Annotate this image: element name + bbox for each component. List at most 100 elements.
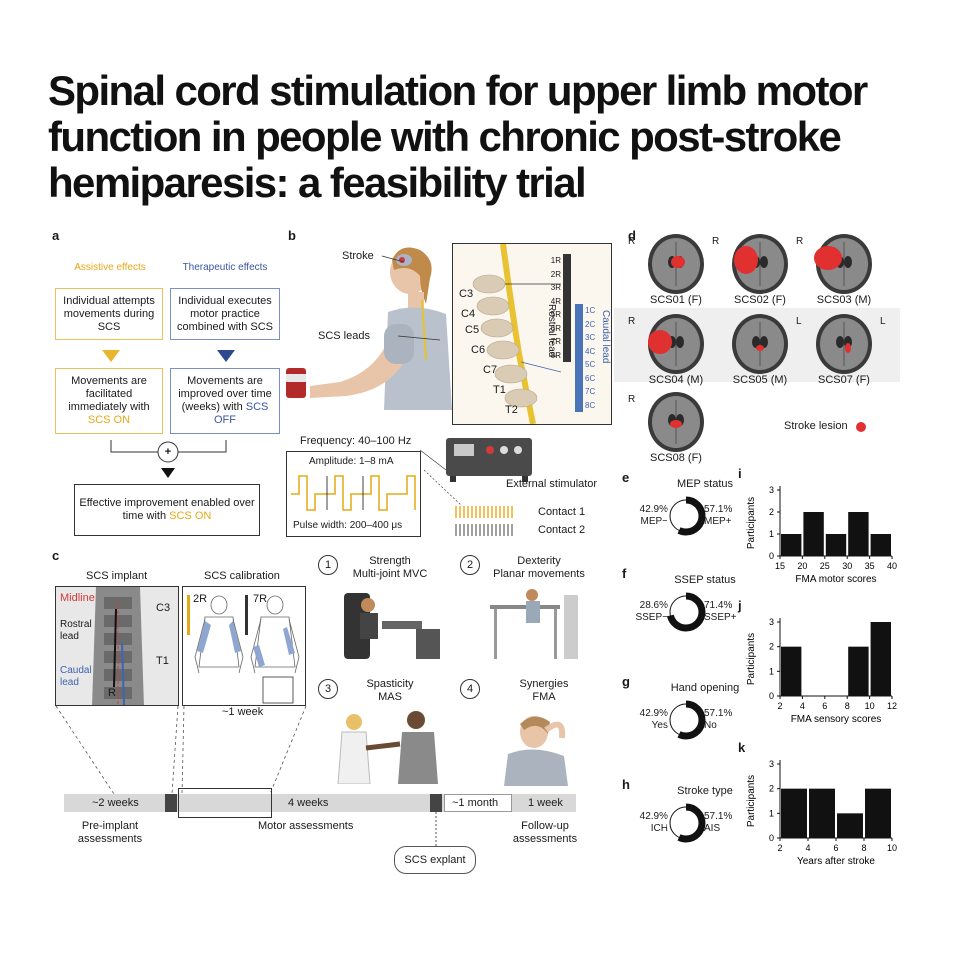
waveform-box: Amplitude: 1–8 mA Pulse width: 200–400 μ…: [286, 451, 421, 537]
motor-assessments-label: Motor assessments: [258, 820, 354, 832]
stroke-label: Stroke: [342, 250, 374, 262]
scan-id-2: SCS02 (F): [734, 294, 786, 306]
x-tick-label: 10: [887, 843, 897, 853]
y-tick-label: 0: [769, 691, 774, 701]
dexterity-illustration: [490, 589, 578, 659]
x-tick-label: 8: [861, 843, 866, 853]
timeline-month-box: [444, 794, 512, 812]
x-tick-label: 15: [775, 561, 785, 571]
donut-chart-f: [666, 592, 706, 632]
x-tick-label: 4: [805, 843, 810, 853]
timeline-connectors: [55, 705, 307, 795]
y-tick-label: 3: [769, 485, 774, 495]
y-tick-label: 0: [769, 551, 774, 561]
assessment-num-3: 3: [318, 679, 338, 699]
strength-illustration: [344, 593, 440, 659]
assessment-num-4: 4: [460, 679, 480, 699]
donut-right-name-f: SSEP+: [704, 612, 737, 623]
caudal-lead-label: Caudal lead: [600, 310, 611, 364]
assessment-sub-2: Planar movements: [493, 568, 585, 580]
donut-left-pct-f: 28.6%: [639, 600, 668, 611]
donut-chart-e: [666, 496, 706, 536]
followup-label: Follow-up assessments: [512, 820, 578, 845]
donut-left-name-g: Yes: [651, 720, 668, 731]
donut-chart-h: [666, 803, 706, 843]
xray-t1-label: T1: [156, 655, 169, 667]
x-tick-label: 35: [865, 561, 875, 571]
donut-right-pct-g: 57.1%: [704, 708, 733, 719]
scs-explant-label: SCS explant: [394, 846, 476, 874]
donut-left-name-f: SSEP−: [635, 612, 668, 623]
assistive-box-1: Individual attempts movements during SCS: [55, 288, 163, 340]
bar: [803, 512, 824, 556]
y-tick-label: 1: [769, 666, 774, 676]
panel-i-label: i: [738, 466, 742, 481]
y-axis-label: Participants: [746, 633, 757, 685]
x-tick-label: 20: [797, 561, 807, 571]
xray-image: Midline C3 Rostral lead Caudal lead T1 R: [55, 586, 179, 706]
donut-slice-major: [666, 803, 706, 843]
donut-slice-major: [666, 496, 706, 536]
therapeutic-box-2: Movements are improved over time (weeks)…: [170, 368, 280, 434]
vert-c3: C3: [459, 288, 474, 300]
contact2-label: Contact 2: [538, 524, 586, 536]
x-tick-label: 4: [800, 701, 805, 711]
panel-b-label: b: [288, 228, 296, 243]
scs-implant-label: SCS implant: [86, 570, 148, 582]
x-axis-label: FMA sensory scores: [791, 714, 882, 725]
y-tick-label: 1: [769, 529, 774, 539]
timeline-month: ~1 month: [452, 797, 499, 809]
stimulator-device: [420, 438, 532, 536]
donut-title-e: MEP status: [676, 478, 734, 490]
paper-title: Spinal cord stimulation for upper limb m…: [48, 67, 868, 206]
ventricle: [836, 336, 844, 348]
pre-implant-label: Pre-implant assessments: [77, 820, 143, 845]
amplitude-label: Amplitude: 1–8 mA: [309, 456, 394, 467]
stroke-lesion-legend: Stroke lesion: [784, 420, 848, 432]
assessment-title-3: Spasticity: [366, 678, 414, 690]
donut-left-pct-h: 42.9%: [639, 811, 668, 822]
timeline-bracket: [178, 788, 272, 818]
donut-left-name-h: ICH: [650, 823, 668, 834]
assessment-num-1: 1: [318, 555, 338, 575]
leader-lines: [381, 255, 441, 341]
donut-left-name-e: MEP−: [640, 516, 668, 527]
x-tick-label: 2: [777, 701, 782, 711]
panel-j-label: j: [738, 598, 742, 613]
pulse-width-label: Pulse width: 200–400 μs: [293, 520, 403, 531]
scs-calibration-label: SCS calibration: [204, 570, 280, 582]
stroke-lesion: [671, 256, 685, 268]
brain-scan-6: [816, 314, 872, 374]
stroke-lesion: [814, 246, 842, 270]
ventricle: [676, 336, 684, 348]
synergies-illustration: [504, 716, 568, 786]
scan-id-7: SCS08 (F): [650, 452, 702, 464]
external-stimulator-label: External stimulator: [506, 478, 598, 490]
x-tick-label: 8: [845, 701, 850, 711]
timeline-pre: ~2 weeks: [92, 797, 139, 809]
x-tick-label: 25: [820, 561, 830, 571]
bar: [848, 512, 869, 556]
y-tick-label: 2: [769, 642, 774, 652]
stroke-lesion: [845, 343, 851, 353]
assessment-sub-1: Multi-joint MVC: [352, 568, 428, 580]
timeline-marker-2: [430, 794, 442, 812]
y-tick-label: 3: [769, 759, 774, 769]
scan-id-5: SCS05 (M): [732, 374, 788, 386]
donut-right-pct-e: 57.1%: [704, 504, 733, 515]
vert-c4: C4: [461, 308, 476, 320]
bar: [825, 534, 847, 556]
panel-a-arrows: [102, 350, 235, 478]
timeline-marker-1: [165, 794, 177, 812]
donut-left-pct-e: 42.9%: [639, 504, 668, 515]
scan-id-4: SCS04 (M): [648, 374, 704, 386]
brain-scan-7: [648, 392, 704, 452]
timeline-week: 1 week: [528, 797, 563, 809]
stroke-lesion: [734, 246, 758, 274]
donut-title-h: Stroke type: [677, 785, 733, 797]
y-tick-label: 2: [769, 784, 774, 794]
donut-right-pct-f: 71.4%: [704, 600, 733, 611]
bar: [781, 788, 807, 838]
